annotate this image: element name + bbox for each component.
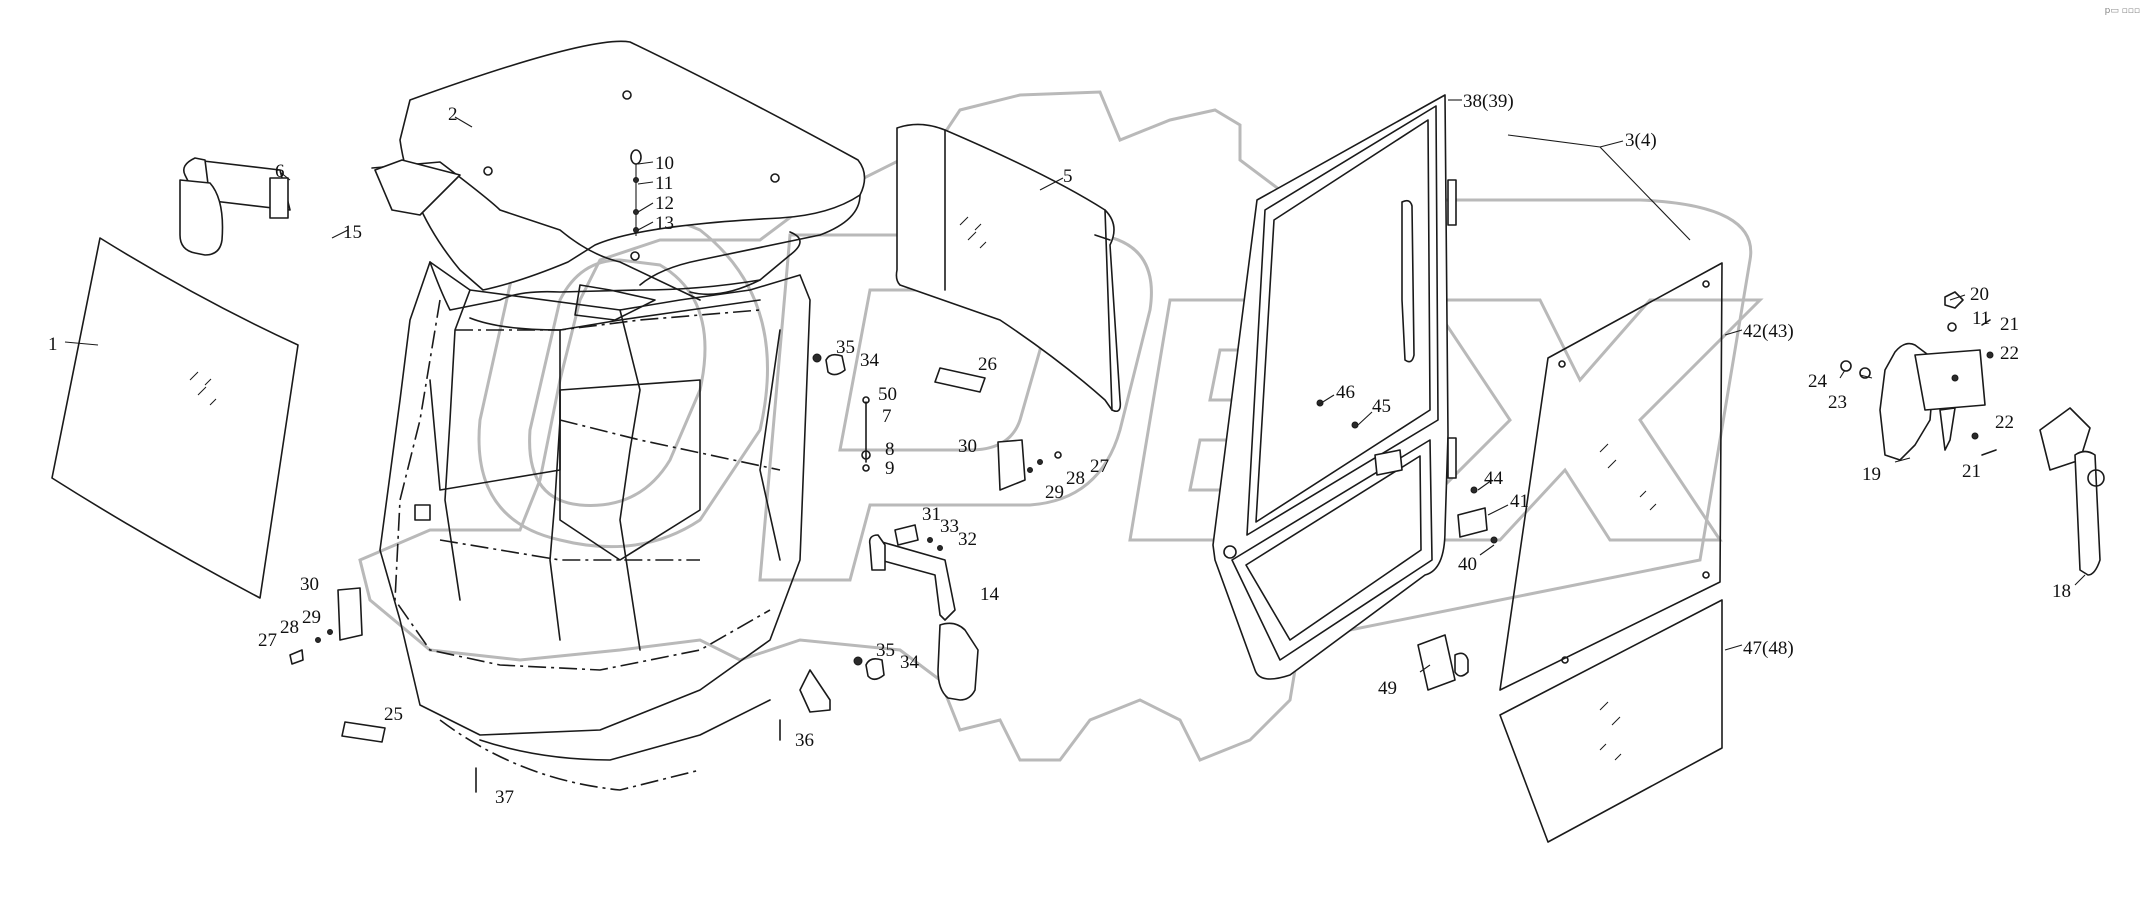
callout-21-bottom: 21 [1962, 461, 1981, 482]
left-bracket [289, 587, 363, 665]
callouts: 1 2 5 6 10 11 12 13 15 38(39) 3(4) 35 34… [48, 91, 2071, 808]
knob-bottom [853, 656, 885, 681]
callout-27-left: 27 [258, 630, 277, 651]
callout-9: 9 [885, 458, 895, 479]
callout-42-43: 42(43) [1743, 321, 1794, 342]
callout-37: 37 [495, 787, 514, 808]
callout-15: 15 [343, 222, 362, 243]
callout-11-lock: 11 [1972, 308, 1990, 329]
handle-25 [341, 721, 386, 743]
left-mirror [179, 157, 291, 256]
callout-28-left: 28 [280, 617, 299, 638]
callout-18: 18 [2052, 581, 2071, 602]
callout-41: 41 [1510, 491, 1529, 512]
callout-47-48: 47(48) [1743, 638, 1794, 659]
callout-27-center: 27 [1090, 456, 1109, 477]
callout-10: 10 [655, 153, 674, 174]
callout-50: 50 [878, 384, 897, 405]
lock-assembly-18 [2039, 407, 2105, 576]
callout-32: 32 [958, 529, 977, 550]
callout-35-bottom: 35 [876, 640, 895, 661]
callout-6: 6 [275, 161, 285, 182]
callout-31: 31 [922, 504, 941, 525]
corner-mark: p▭ ▫▫▫ [2104, 6, 2140, 16]
knob-top [812, 353, 846, 376]
callout-26: 26 [978, 354, 997, 375]
cab-frame [379, 261, 831, 791]
windshield-glass [51, 237, 299, 599]
right-mirror [868, 534, 979, 701]
callout-28-center: 28 [1066, 468, 1085, 489]
leader-lines [64, 99, 2086, 673]
latch-49 [1417, 634, 1469, 691]
callout-13: 13 [655, 213, 674, 234]
callout-44: 44 [1484, 468, 1504, 489]
callout-8: 8 [885, 439, 895, 460]
callout-46: 46 [1336, 382, 1355, 403]
callout-34-top: 34 [860, 350, 880, 371]
door-glass-upper [1499, 262, 1723, 691]
callout-12: 12 [655, 193, 674, 214]
door-frame [1212, 94, 1457, 680]
center-bracket [997, 439, 1062, 491]
callout-14: 14 [980, 584, 1000, 605]
callout-2: 2 [448, 104, 458, 125]
callout-38-39: 38(39) [1463, 91, 1514, 112]
callout-11: 11 [655, 173, 673, 194]
callout-23: 23 [1828, 392, 1847, 413]
callout-45: 45 [1372, 396, 1391, 417]
callout-22-bottom: 22 [1995, 412, 2014, 433]
roof-panel [371, 40, 866, 321]
callout-34-bottom: 34 [900, 652, 920, 673]
callout-19: 19 [1862, 464, 1881, 485]
callout-29-left: 29 [302, 607, 321, 628]
callout-29-center: 29 [1045, 482, 1064, 503]
bolts-bottom [475, 719, 781, 793]
door-glass-lower [1499, 599, 1723, 843]
callout-36: 36 [795, 730, 814, 751]
callout-22-top: 22 [2000, 343, 2019, 364]
callout-49: 49 [1378, 678, 1397, 699]
callout-5: 5 [1063, 166, 1073, 187]
callout-30-center: 30 [958, 436, 977, 457]
rear-panel [895, 123, 1122, 413]
callout-1: 1 [48, 334, 58, 355]
lock-assembly-19 [1840, 291, 1997, 461]
callout-30-left: 30 [300, 574, 319, 595]
callout-3-4: 3(4) [1625, 130, 1657, 151]
callout-35-top: 35 [836, 337, 855, 358]
callout-20: 20 [1970, 284, 1989, 305]
door-hardware [1316, 399, 1498, 544]
callout-40: 40 [1458, 554, 1477, 575]
callout-7: 7 [882, 406, 892, 427]
hinge-bracket [894, 524, 943, 551]
callout-24: 24 [1808, 371, 1828, 392]
callout-21-top: 21 [2000, 314, 2019, 335]
center-hardware [861, 367, 986, 472]
callout-25: 25 [384, 704, 403, 725]
callout-33: 33 [940, 516, 959, 537]
